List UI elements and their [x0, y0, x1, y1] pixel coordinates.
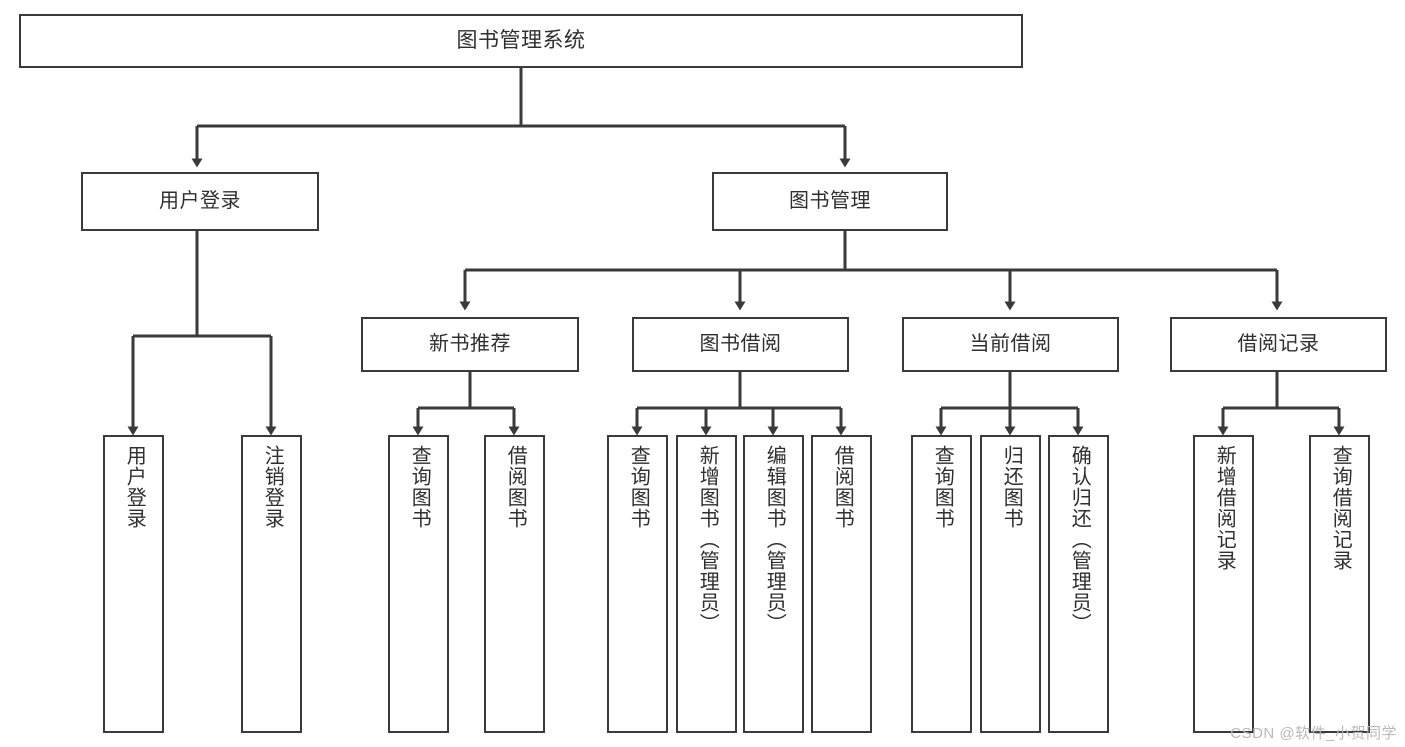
- node-borrow-record[interactable]: 借阅记录: [1170, 317, 1387, 372]
- edge-currentborrow-to-leaves: [935, 372, 1084, 436]
- leaf-borrow-book-recommend[interactable]: 借阅图书: [484, 435, 545, 733]
- leaf-borrow-book[interactable]: 借阅图书: [811, 435, 872, 733]
- leaf-query-book-current[interactable]: 查询图书: [911, 435, 972, 733]
- leaf-user-login[interactable]: 用户登录: [103, 435, 164, 733]
- leaf-edit-book-admin[interactable]: 编辑图书（管理员）: [743, 435, 804, 733]
- node-label: 借阅图书: [831, 445, 854, 529]
- node-label: 图书管理: [789, 189, 871, 212]
- node-label: 查询图书: [931, 445, 954, 529]
- node-label: 借阅图书: [504, 445, 527, 529]
- node-user-login[interactable]: 用户登录: [81, 172, 319, 231]
- csdn-watermark: CSDN @软件_小贺同学: [1230, 725, 1397, 742]
- node-label: 注销登录: [261, 445, 284, 529]
- node-label: 当前借阅: [969, 332, 1052, 355]
- leaf-logout-login[interactable]: 注销登录: [241, 435, 302, 733]
- node-label: 新增借阅记录: [1213, 445, 1236, 571]
- node-book-management[interactable]: 图书管理: [712, 172, 948, 231]
- node-label: 查询图书: [408, 445, 431, 529]
- node-label: 编辑图书（管理员）: [763, 445, 786, 634]
- node-label: 借阅记录: [1237, 332, 1320, 355]
- edge-bookborrow-to-leaves: [631, 372, 847, 436]
- node-label: 图书借阅: [699, 332, 782, 355]
- node-label: 查询借阅记录: [1329, 445, 1352, 571]
- leaf-query-book-recommend[interactable]: 查询图书: [388, 435, 449, 733]
- node-label: 归还图书: [1000, 445, 1023, 529]
- edge-root-to-branches: [191, 68, 851, 168]
- edge-bookmanage-to-sub: [459, 231, 1283, 311]
- node-book-borrow[interactable]: 图书借阅: [632, 317, 849, 372]
- leaf-query-book-borrow[interactable]: 查询图书: [607, 435, 668, 733]
- node-label: 确认归还（管理员）: [1068, 445, 1091, 634]
- node-label: 新增图书（管理员）: [696, 445, 719, 634]
- node-label: 查询图书: [627, 445, 650, 529]
- leaf-confirm-return-admin[interactable]: 确认归还（管理员）: [1048, 435, 1109, 733]
- node-label: 图书管理系统: [456, 28, 586, 52]
- edge-newbook-to-leaves: [412, 372, 520, 436]
- node-root-book-management-system[interactable]: 图书管理系统: [19, 14, 1023, 68]
- leaf-return-book[interactable]: 归还图书: [980, 435, 1041, 733]
- leaf-add-book-admin[interactable]: 新增图书（管理员）: [676, 435, 737, 733]
- node-label: 新书推荐: [429, 332, 511, 355]
- edge-borrowrecord-to-leaves: [1217, 372, 1345, 436]
- node-current-borrow[interactable]: 当前借阅: [902, 317, 1119, 372]
- leaf-query-borrow-record[interactable]: 查询借阅记录: [1309, 435, 1370, 733]
- leaf-add-borrow-record[interactable]: 新增借阅记录: [1193, 435, 1254, 733]
- node-label: 用户登录: [123, 445, 146, 529]
- node-new-book-recommend[interactable]: 新书推荐: [361, 317, 579, 372]
- edge-userlogin-to-leaves: [127, 231, 277, 436]
- node-label: 用户登录: [159, 189, 241, 212]
